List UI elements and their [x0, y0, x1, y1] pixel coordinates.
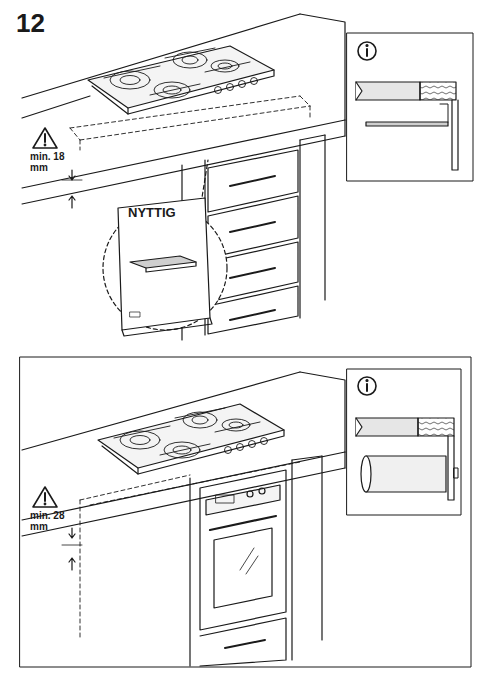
- dimension-label: min. 28 mm: [30, 511, 68, 532]
- booklet-title: NYTTIG: [128, 206, 176, 220]
- dimension-label: min. 18 mm: [30, 152, 68, 173]
- step-number: 12: [16, 10, 45, 37]
